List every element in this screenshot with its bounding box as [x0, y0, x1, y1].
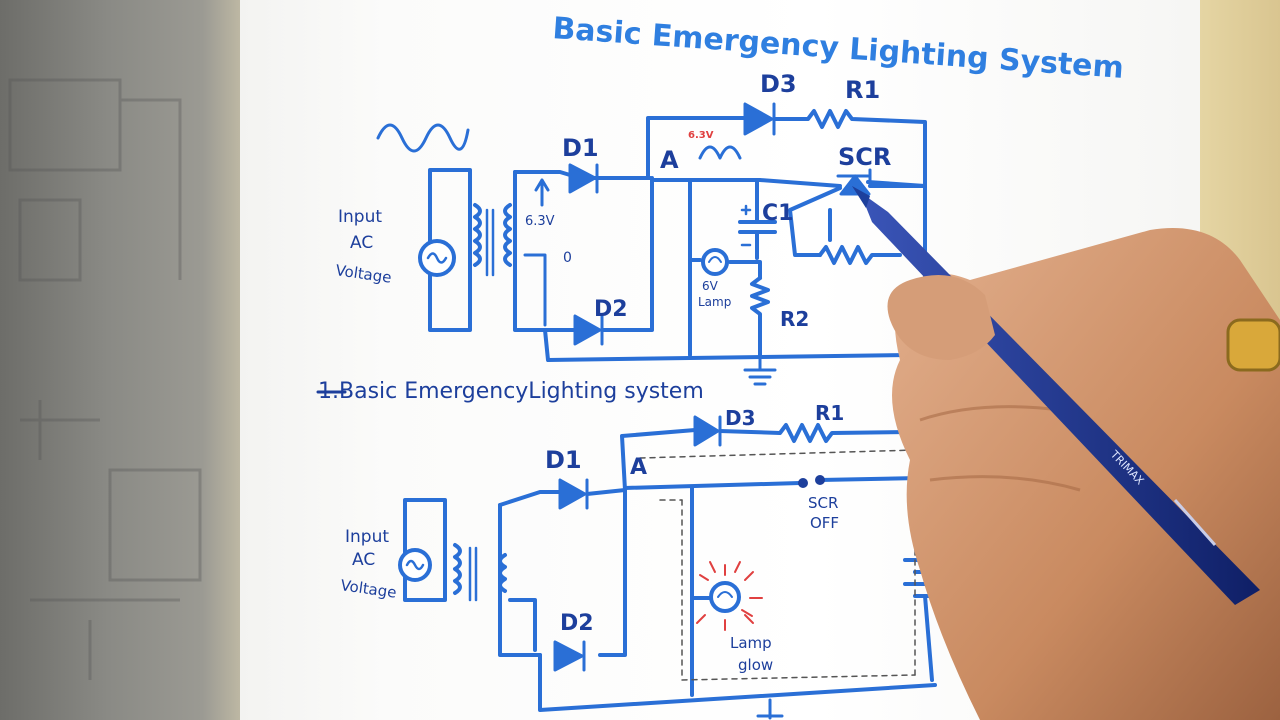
transformer-secondary-icon: [503, 203, 512, 267]
scr-state-2: OFF: [810, 514, 839, 532]
ground-icon-bottom: [756, 698, 784, 720]
diode-d1-icon: [568, 163, 599, 194]
ground-icon-top: [743, 353, 777, 386]
ring: [1226, 318, 1280, 372]
lamp-glow-icon: [709, 581, 741, 613]
d3-label: D3: [760, 70, 797, 98]
input-label-b2: AC: [352, 550, 375, 570]
section-heading: 1.Basic EmergencyLighting system: [318, 379, 704, 404]
lamp-label-2: Lamp: [698, 295, 731, 309]
rectified-label: 6.3V: [688, 130, 714, 141]
node-a-label: A: [660, 146, 679, 174]
d2-label: D2: [594, 297, 628, 322]
current-flow-arrows: [639, 449, 916, 681]
tap-zero-label: 0: [563, 250, 572, 266]
sine-wave-icon: [376, 123, 470, 153]
resistor-r2-icon: [750, 276, 770, 357]
lamp-icon: [701, 248, 729, 276]
background-blurred-notes: [0, 0, 270, 720]
d2-label-b: D2: [560, 611, 594, 636]
lamp-glow-2: glow: [738, 656, 773, 674]
c1-label: C1: [762, 201, 793, 226]
resistor-r1-icon: [772, 109, 927, 357]
scr-label: SCR: [838, 143, 891, 171]
d1-label: D1: [562, 134, 599, 162]
lamp-label-1: 6V: [702, 279, 719, 293]
lamp-glow-rays: [696, 561, 763, 631]
input-label-b1: Input: [345, 527, 389, 547]
node-a-label-b: A: [630, 455, 647, 480]
hand: [892, 228, 1280, 720]
d3-label-b: D3: [725, 406, 756, 430]
lamp-glow-1: Lamp: [730, 634, 772, 652]
transformer-primary-icon: [473, 203, 482, 267]
top-circuit: [376, 102, 927, 386]
d1-label-b: D1: [545, 446, 582, 474]
r1-label-b: R1: [815, 401, 844, 425]
blurred-left-sketch: [8, 78, 202, 680]
r2-label: R2: [780, 307, 809, 331]
input-label-2: AC: [350, 233, 373, 253]
input-label-1: Input: [338, 207, 382, 227]
r1-label: R1: [845, 76, 880, 104]
bottom-circuit: [398, 415, 952, 720]
diode-d2-icon-2: [553, 640, 586, 672]
tap-voltage-label: 6.3V: [525, 214, 555, 229]
resistor-r1-icon-2: [718, 423, 912, 443]
scr-state-1: SCR: [808, 494, 838, 512]
